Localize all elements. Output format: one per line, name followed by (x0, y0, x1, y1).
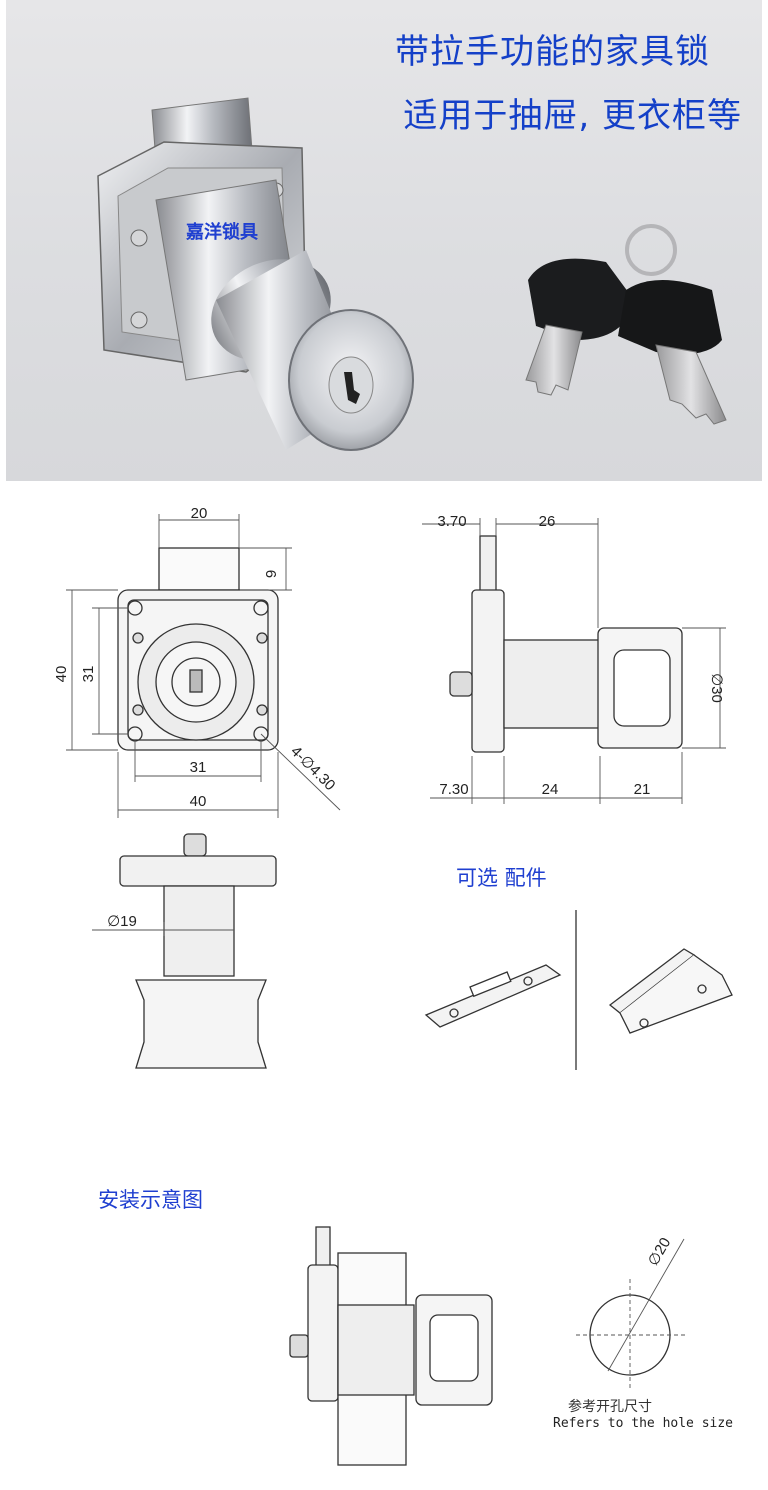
dim-shaft-diameter: ∅19 (107, 913, 137, 930)
lock-and-keys-illustration (97, 97, 727, 451)
hole-size-note-cn: 参考开孔尺寸 (568, 1399, 652, 1415)
dim-plate: 7.30 (439, 781, 468, 798)
dim-mount-holes: 4-∅4.30 (287, 743, 338, 794)
headline-line2: 适用于抽屉, 更衣柜等 (403, 96, 742, 136)
bottom-view-drawing: ∅19 (92, 833, 277, 1069)
front-view-drawing: 20 9 40 31 31 40 4-∅4.30 (53, 505, 341, 818)
dim-knob: 21 (634, 781, 651, 798)
headline-line1: 带拉手功能的家具锁 (395, 32, 710, 72)
dim-inner-height: 31 (80, 666, 97, 683)
dim-depth: 26 (539, 513, 556, 530)
dim-knob-diameter: ∅30 (708, 673, 725, 703)
dim-outer-height: 40 (53, 666, 70, 683)
brand-label: 嘉洋锁具 (186, 222, 258, 243)
installation-title: 安装示意图 (98, 1188, 203, 1212)
installation-drawing: ∅20 (289, 1226, 686, 1466)
accessories-title: 可选 配件 (456, 866, 547, 890)
dim-top-width: 20 (191, 505, 208, 522)
dim-bolt: 3.70 (437, 513, 466, 530)
dim-body: 24 (542, 781, 559, 798)
dim-outer-width: 40 (190, 793, 207, 810)
dim-top-height: 9 (263, 570, 280, 578)
product-photo: 带拉手功能的家具锁 适用于抽屉, 更衣柜等 嘉洋锁具 (6, 0, 762, 481)
dim-inner-width: 31 (190, 759, 207, 776)
side-view-drawing: 3.70 26 ∅30 7.30 24 21 (422, 513, 726, 804)
accessories-drawing (424, 910, 733, 1070)
hole-size-note-en: Refers to the hole size (553, 1416, 734, 1431)
